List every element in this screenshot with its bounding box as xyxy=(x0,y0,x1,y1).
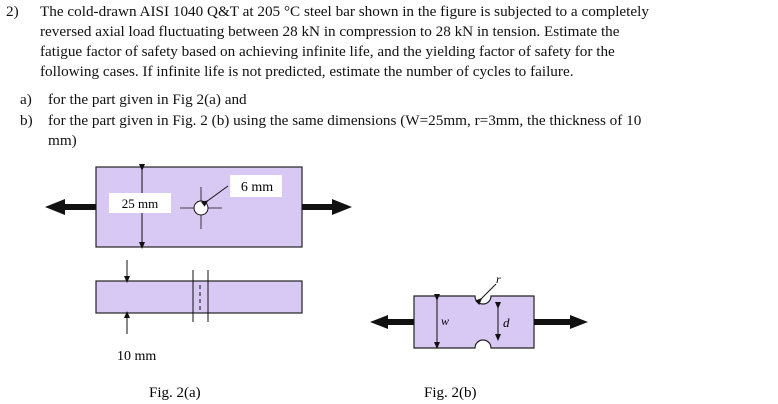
part-a-label: a) xyxy=(20,91,32,108)
statement-line: The cold-drawn AISI 1040 Q&T at 205 °C s… xyxy=(40,3,649,20)
fig-b-r-label: r xyxy=(496,272,501,286)
fig-a-top-view: 25 mm 6 mm xyxy=(45,164,352,249)
fig-b-w-label: w xyxy=(441,314,449,328)
problem-number: 2) xyxy=(6,3,19,20)
fig-a-hole-label: 6 mm xyxy=(241,180,273,195)
fig-a-caption: Fig. 2(a) xyxy=(149,385,201,401)
fig-a-width-label-bg xyxy=(109,193,171,213)
fig-a-side-view: 10 mm xyxy=(95,260,303,364)
fig-a-thickness-label: 10 mm xyxy=(117,349,156,364)
statement-line: following cases. If infinite life is not… xyxy=(40,63,574,80)
statement-line: reversed axial load fluctuating between … xyxy=(40,23,620,40)
fig-a-width-label: 25 mm xyxy=(122,196,158,211)
fig-b: w d r xyxy=(370,272,588,349)
fig-a-side-bar xyxy=(95,280,303,314)
statement-line: fatigue factor of safety based on achiev… xyxy=(40,43,615,60)
fig-a-hole-label-bg xyxy=(230,175,282,197)
fig-b-r-leader xyxy=(475,283,497,305)
fig-a-right-load-arrow xyxy=(302,199,352,215)
fig-a-hole-leader xyxy=(201,185,229,207)
fig-a-hole xyxy=(193,200,209,216)
problem-statement: The cold-drawn AISI 1040 Q&T at 205 °C s… xyxy=(40,2,775,82)
fig-b-caption: Fig. 2(b) xyxy=(424,385,477,401)
fig-b-d-label: d xyxy=(503,315,510,330)
fig-b-right-load-arrow xyxy=(534,315,588,329)
fig-a-left-load-arrow xyxy=(45,199,96,215)
part-a-text: for the part given in Fig 2(a) and xyxy=(48,91,247,108)
part-b-text: for the part given in Fig. 2 (b) using t… xyxy=(48,112,642,129)
fig-b-notched-bar xyxy=(413,295,535,349)
part-b-label: b) xyxy=(20,112,33,129)
fig-b-left-load-arrow xyxy=(370,315,414,329)
part-b-text-cont: mm) xyxy=(48,132,77,149)
